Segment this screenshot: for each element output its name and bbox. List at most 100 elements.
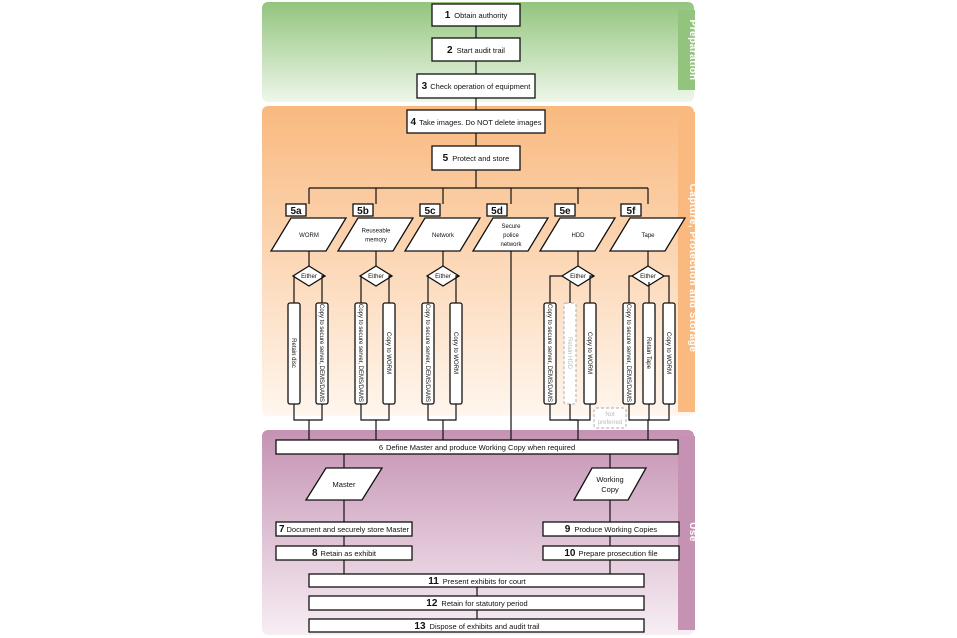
either-diamond [630, 265, 666, 287]
not-preferred-note [593, 407, 627, 429]
media-code: 5b [357, 206, 369, 217]
media-type-label: Secure [501, 224, 521, 230]
storage-option-label: Copy to WORM [385, 332, 391, 374]
storage-option-bar [563, 302, 577, 405]
branch-left [549, 275, 562, 303]
either-diamond [291, 265, 327, 287]
media-type-label: WORM [299, 233, 319, 239]
working-copy-output: Working Copy [572, 467, 648, 501]
capture-label: Capture, Protection and Storage [687, 184, 698, 353]
media-code: 5e [559, 206, 571, 217]
branch-right [321, 275, 325, 303]
media-type-shape [336, 217, 415, 252]
svg-text:Working: Working [596, 475, 623, 484]
branch-right [664, 275, 670, 303]
media-code-box [620, 203, 642, 217]
use-label: Use [687, 522, 698, 542]
storage-option-label: Copy to secure server, DEMS/DAMS [357, 304, 363, 402]
media-code-box [486, 203, 508, 217]
branch-right [388, 275, 392, 303]
media-type-label: Reuseable [362, 229, 391, 235]
storage-option-label: Retain HDD [566, 337, 572, 370]
either-label: Either [640, 274, 656, 280]
not-preferred-label: Not [605, 412, 615, 418]
media-type-shape [403, 217, 482, 252]
either-diamond [358, 265, 394, 287]
media-type-shape [538, 217, 617, 252]
branch-left [628, 275, 632, 303]
media-type-label: HDD [572, 233, 586, 239]
storage-option-label: Copy to WORM [586, 332, 592, 374]
top-connectors [309, 26, 648, 189]
svg-text:Master: Master [333, 480, 356, 489]
svg-text:Copy: Copy [601, 485, 619, 494]
media-code-box [285, 203, 307, 217]
either-diamond [560, 265, 596, 287]
media-code: 5f [627, 206, 637, 217]
media-type-label: Tape [641, 233, 655, 239]
media-code-box [419, 203, 441, 217]
either-label: Either [435, 274, 451, 280]
branch-right [589, 275, 594, 303]
media-type-shape [269, 217, 348, 252]
media-code: 5c [424, 206, 436, 217]
storage-option-label: Copy to secure server, DEMS/DAMS [318, 304, 324, 402]
master-output: Master [304, 467, 384, 501]
media-type-label: memory [365, 238, 387, 244]
storage-option-label: Copy to secure server, DEMS/DAMS [625, 304, 631, 402]
media-type-label: police [503, 233, 519, 239]
storage-option-label: Copy to WORM [665, 332, 671, 374]
storage-option-label: Retain disc [290, 338, 296, 368]
branch-right [455, 275, 459, 303]
storage-option-label: Copy to secure server, DEMS/DAMS [546, 304, 552, 402]
media-type-label: network [500, 242, 522, 248]
media-type-shape [471, 217, 550, 252]
media-type-label: Network [432, 233, 455, 239]
media-code-box [554, 203, 576, 217]
media-code: 5d [491, 206, 503, 217]
either-label: Either [368, 274, 384, 280]
storage-option-label: Copy to secure server, DEMS/DAMS [424, 304, 430, 402]
either-label: Either [570, 274, 586, 280]
storage-option-label: Copy to WORM [452, 332, 458, 374]
either-diamond [425, 265, 461, 287]
media-type-shape [608, 217, 687, 252]
either-label: Either [301, 274, 317, 280]
media-code: 5a [290, 206, 302, 217]
branch-left [360, 275, 362, 303]
use-connectors [343, 454, 611, 619]
not-preferred-label: preferred [598, 420, 622, 426]
